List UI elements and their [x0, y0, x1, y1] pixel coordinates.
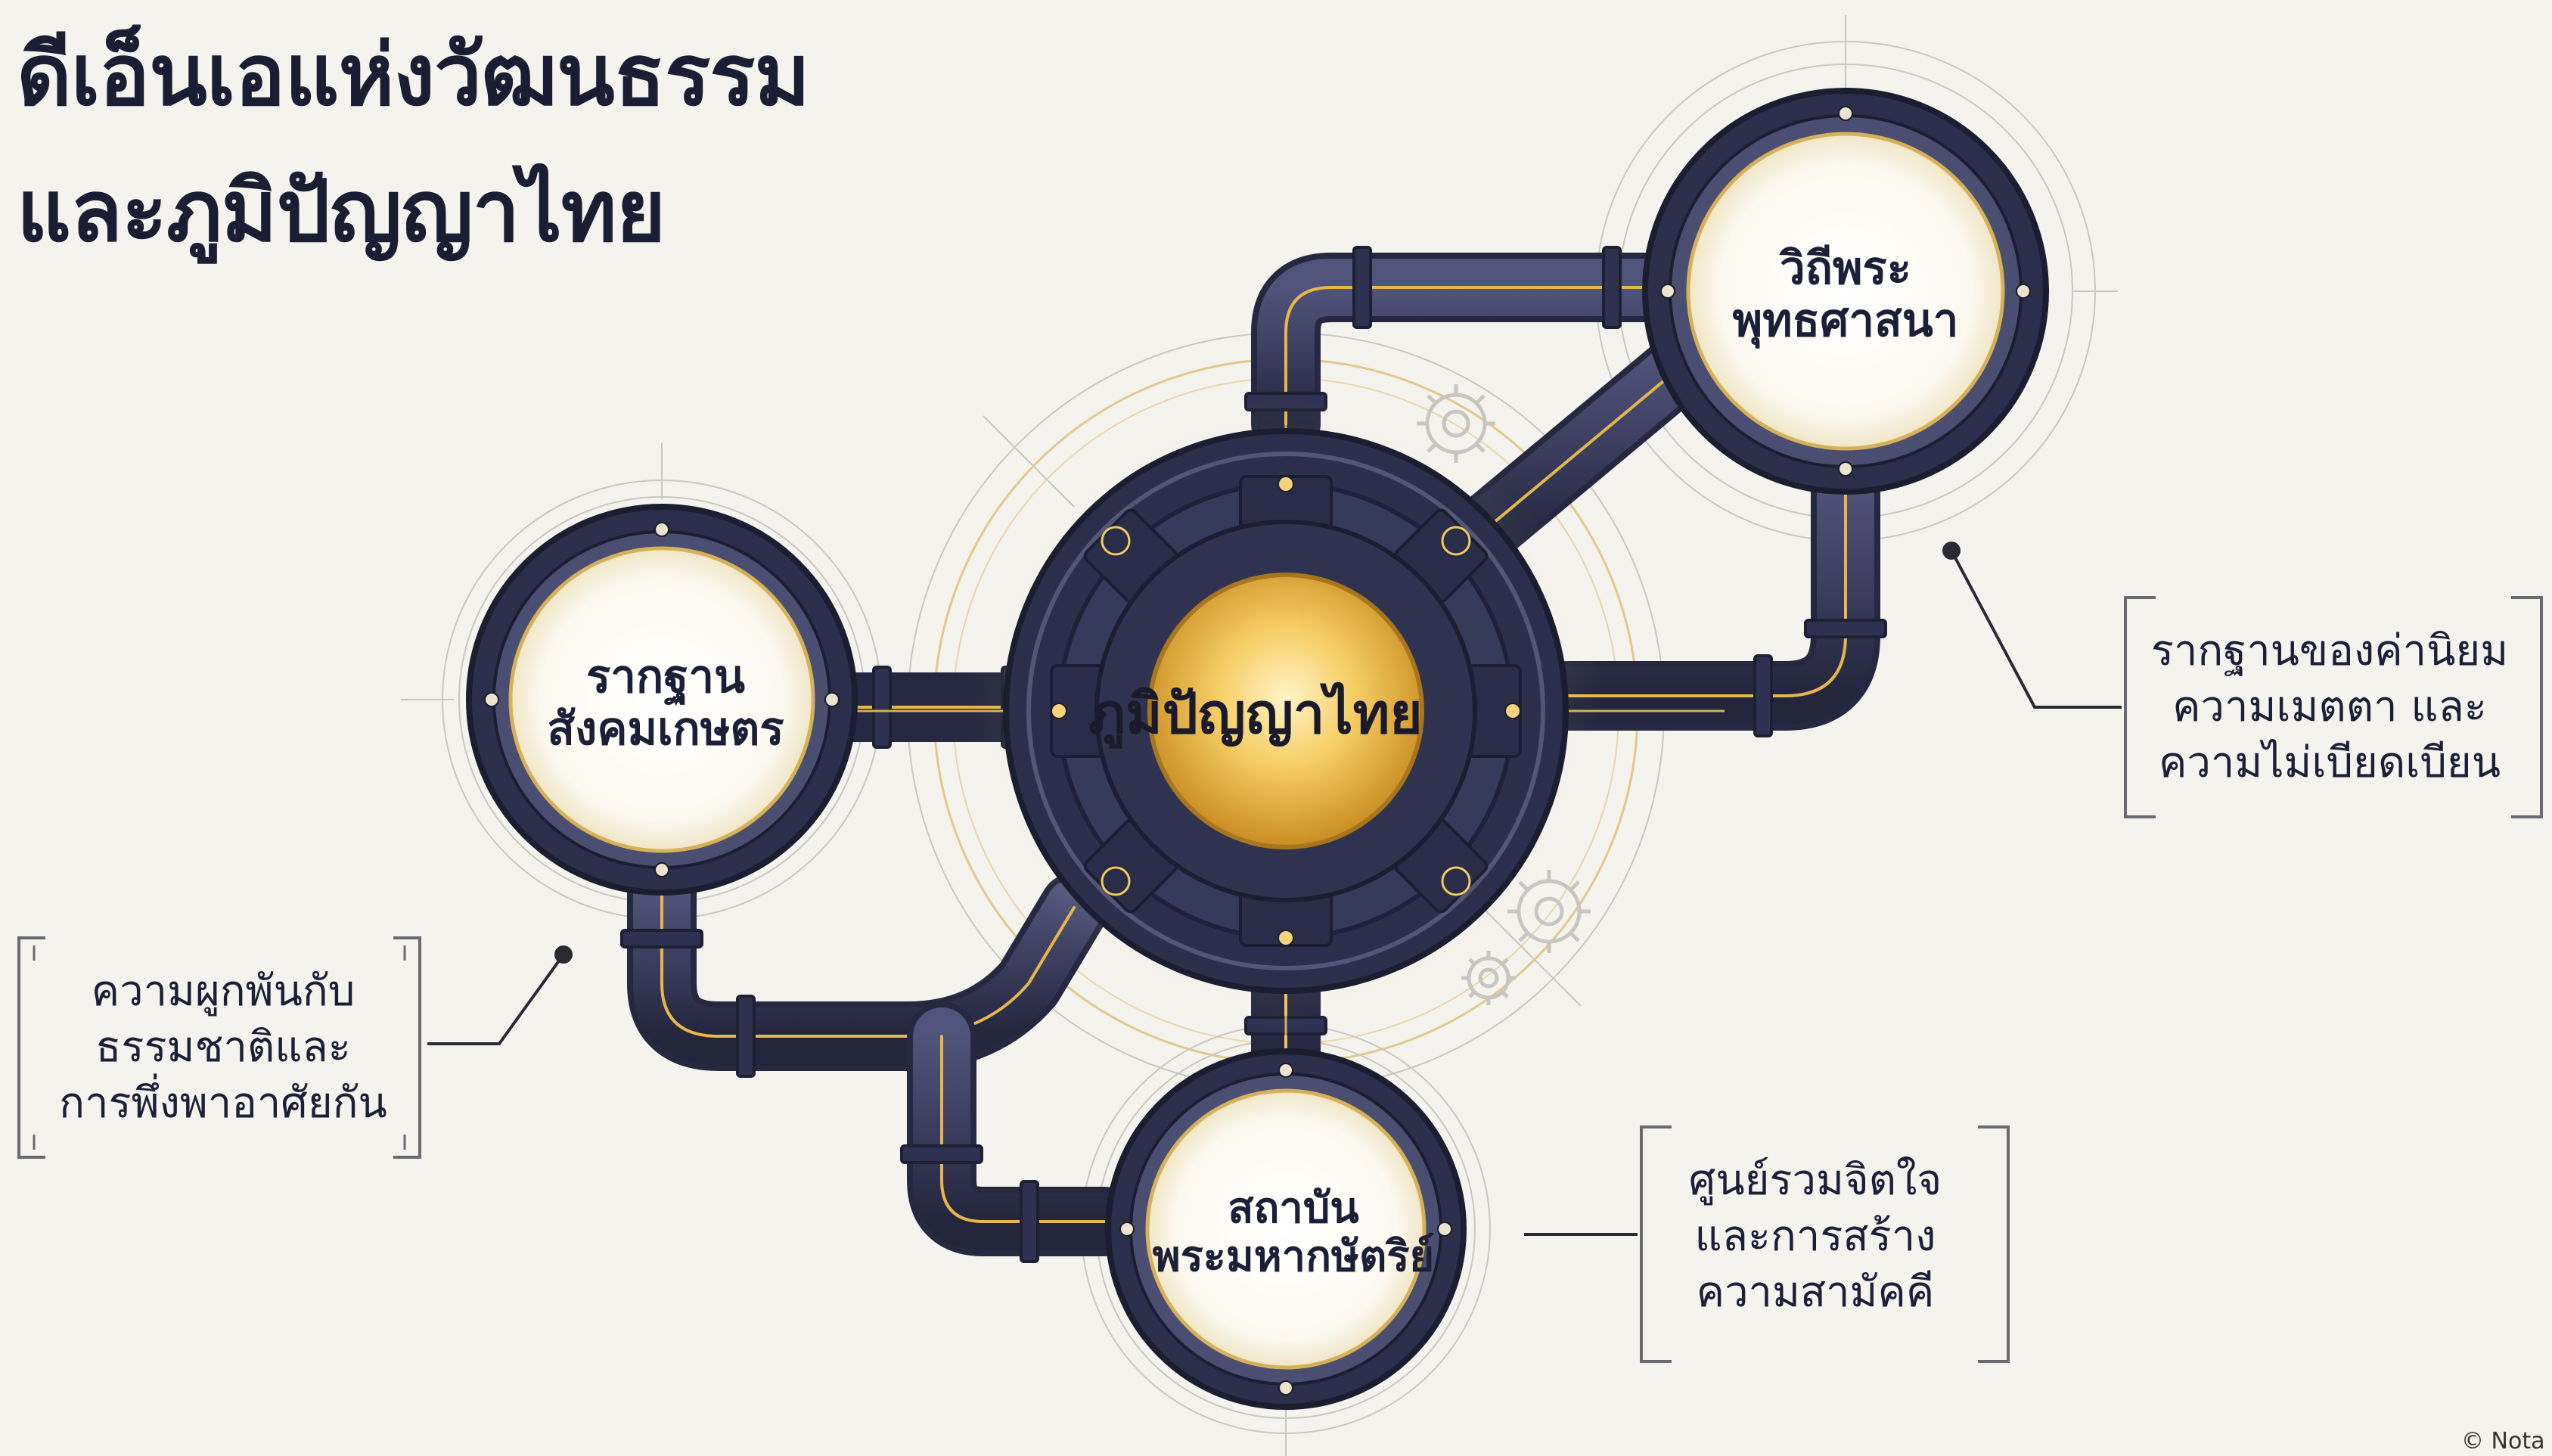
callout-right-line-1: รากฐานของค่านิยม — [2150, 626, 2509, 676]
node-left-label-line-2: สังคมเกษตร — [547, 703, 784, 756]
node-bottom-label: สถาบัน พระมหากษัตริย์ — [1104, 1157, 1482, 1309]
node-top-label: วิถีพระ พุทธศาสนา — [1664, 219, 2027, 371]
callout-brackets — [17, 596, 2543, 1363]
node-bottom — [1105, 1048, 1467, 1410]
node-left — [466, 504, 858, 896]
callout-left-line-2: ธรรมชาติและ — [95, 1023, 351, 1073]
callout-leaders — [427, 542, 2122, 1236]
node-bottom-label-line-1: สถาบัน — [1228, 1183, 1359, 1233]
footer-watermark: © Nota — [2461, 1428, 2545, 1454]
hub-core — [1147, 573, 1424, 849]
callout-bottom-line-3: ความสามัคคี — [1696, 1267, 1935, 1317]
callout-left: ความผูกพันกับ ธรรมชาติและ การพึ่งพาอาศัย… — [30, 945, 416, 1150]
node-bottom-label-line-2: พระมหากษัตริย์ — [1152, 1232, 1435, 1281]
callout-left-line-1: ความผูกพันกับ — [91, 967, 355, 1017]
page-title-line-2: และภูมิปัญญาไทย — [17, 163, 666, 261]
node-left-label-line-1: รากฐาน — [585, 650, 746, 703]
pipe-top-right-return — [1523, 449, 1880, 731]
hub-label: ภูมิปัญญาไทย — [1088, 681, 1423, 747]
central-hub — [968, 393, 1604, 1029]
callout-right-line-2: ความเมตตา และ — [2172, 682, 2487, 732]
node-top — [1642, 88, 2049, 495]
callout-bottom: ศูนย์รวมจิตใจ และการสร้าง ความสามัคคี — [1649, 1135, 1982, 1339]
callout-right-line-3: ความไม่เบียดเบียน — [2159, 737, 2501, 787]
node-left-label: รากฐาน สังคมเกษตร — [484, 628, 847, 779]
callout-right: รากฐานของค่านิยม ความเมตตา และ ความไม่เบ… — [2133, 605, 2526, 809]
leader-left — [427, 953, 565, 1045]
node-top-label-line-2: พุทธศาสนา — [1732, 294, 1959, 347]
leader-right — [1950, 550, 2122, 709]
node-top-label-line-1: วิถีพระ — [1779, 242, 1912, 295]
callout-bottom-line-1: ศูนย์รวมจิตใจ — [1688, 1156, 1942, 1206]
page-title-line-1: ดีเอ็นเอแห่งวัฒนธรรม — [17, 26, 810, 125]
callout-bottom-line-2: และการสร้าง — [1694, 1212, 1936, 1262]
callout-left-line-3: การพึ่งพาอาศัยกัน — [59, 1078, 387, 1128]
